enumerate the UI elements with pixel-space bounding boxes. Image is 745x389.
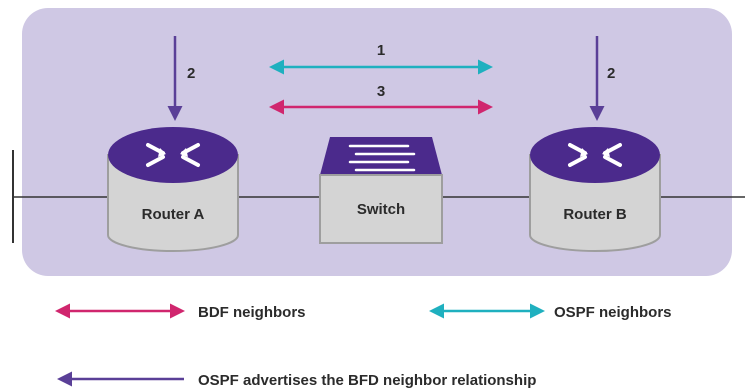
router-a-label: Router A: [142, 206, 205, 223]
arrow-number-2-right: 2: [607, 65, 615, 82]
router-icon: [568, 143, 622, 167]
router-a[interactable]: Router A: [107, 127, 239, 252]
arrow-number-3: 3: [377, 83, 385, 100]
switch[interactable]: Switch: [319, 137, 443, 244]
arrow-number-1: 1: [377, 42, 385, 59]
legend-ospf-label: OSPF neighbors: [554, 304, 672, 321]
switch-label: Switch: [357, 201, 405, 218]
router-b[interactable]: Router B: [529, 127, 661, 252]
legend-bfd-label: BDF neighbors: [198, 304, 306, 321]
router-b-label: Router B: [563, 206, 627, 223]
legend-advertise-label: OSPF advertises the BFD neighbor relatio…: [198, 372, 536, 389]
legend: BDF neighbors OSPF neighbors OSPF advert…: [55, 303, 672, 389]
arrow-number-2-left: 2: [187, 65, 195, 82]
router-icon: [146, 143, 200, 167]
switch-icon: [348, 144, 416, 172]
